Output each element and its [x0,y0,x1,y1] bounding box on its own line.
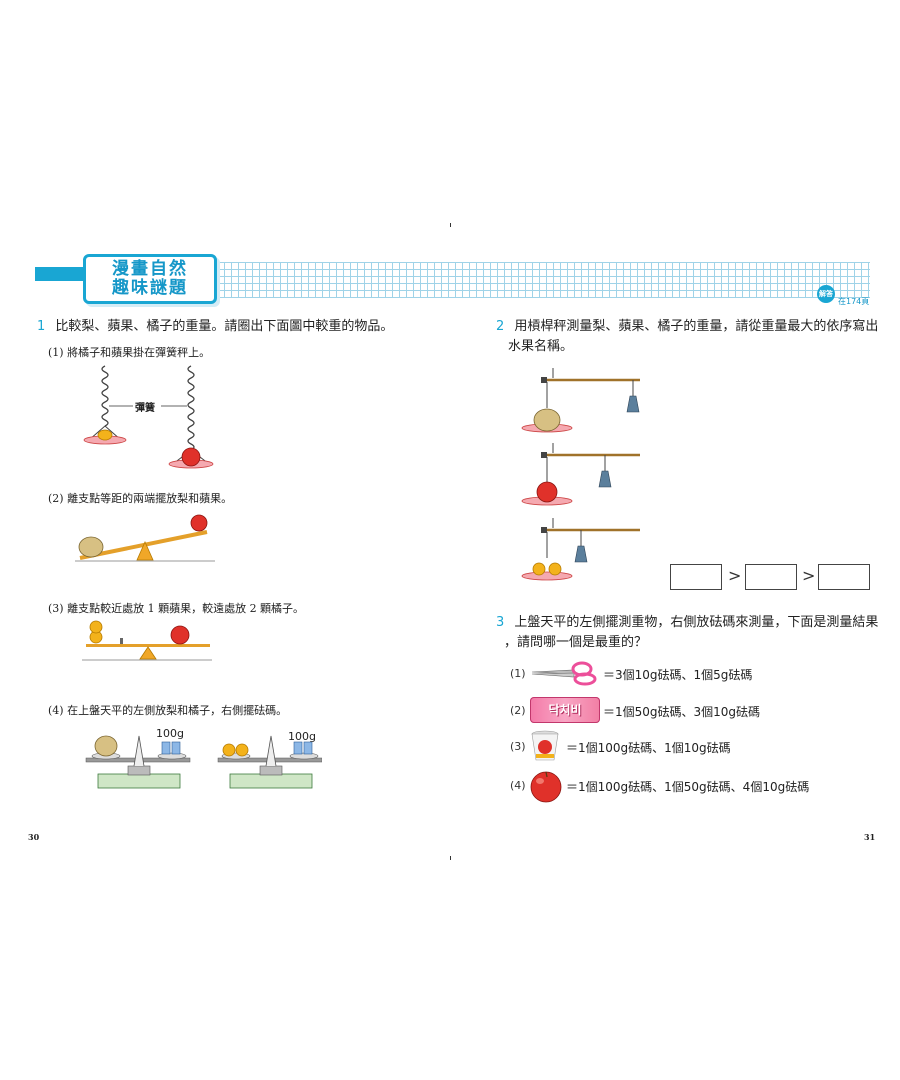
yogurt-cup-icon [531,730,559,761]
balance-scales-illustration [85,735,322,789]
q1-text: 比較梨、蘋果、橘子的重量。請圈出下面圖中較重的物品。 [55,319,394,334]
greater-than-2: > [802,566,816,585]
q1-sub4: (4) 在上盤天平的左側放梨和橘子，右側擺砝碼。 [48,704,288,717]
q2-number: 2 [496,319,505,334]
q3-item4-result: ＝1個100g砝碼、1個50g砝碼、4個10g砝碼 [566,780,810,794]
section-title-line2: 趣味謎題 [112,278,188,298]
spring-scales-illustration [83,365,214,469]
q1-number: 1 [37,319,46,334]
spring-label: 彈簧 [135,403,155,414]
header-accent-bar [35,267,95,281]
answer-box-2[interactable] [745,564,797,590]
q2-text-line1: 用槓桿秤測量梨、蘋果、橘子的重量，請從重量最大的依序寫出 [514,319,879,334]
q3-text-line1: 上盤天平的左側擺測重物，右側放砝碼來測量，下面是測量結果 [514,615,879,630]
page-number-right: 31 [864,832,876,842]
answer-badge: 解答 [817,285,835,303]
snack-package: 닥치비 [530,697,600,723]
q3-text-line2: ，請問哪一個是最重的？ [504,635,648,650]
answer-box-1[interactable] [670,564,722,590]
steelyard-pear [521,368,640,433]
page-number-left: 30 [28,832,40,842]
steelyard-illustration [521,368,640,581]
q3-item1-num: (1) [510,667,526,680]
steelyard-oranges [521,518,640,581]
section-title-line1: 漫畫自然 [112,259,188,279]
header-grid-band [210,262,870,298]
section-title-box: 漫畫自然 趣味謎題 [83,254,217,304]
q1-sub1: (1) 將橘子和蘋果掛在彈簧秤上。 [48,346,211,359]
seesaw-pear-apple [75,514,215,562]
apple-icon [530,771,562,803]
q3-item1-result: ＝3個10g砝碼、1個5g砝碼 [603,668,753,682]
crop-mark-top [450,223,451,227]
spring-scale-left [83,365,127,445]
answer-box-3[interactable] [818,564,870,590]
weight-label-left: 100g [156,727,184,740]
q1-sub3: (3) 離支點較近處放 1 顆蘋果，較遠處放 2 顆橘子。 [48,602,305,615]
q2-heading: 2 用槓桿秤測量梨、蘋果、橘子的重量，請從重量最大的依序寫出 [496,316,878,338]
crop-mark-bottom [450,856,451,860]
balance-scale-right [217,735,322,789]
seesaw-oranges-apple [82,620,212,661]
q3-item2-num: (2) [510,704,526,717]
q1-sub2: (2) 離支點等距的兩端擺放梨和蘋果。 [48,492,233,505]
greater-than-1: > [728,566,742,585]
q1-heading: 1 比較梨、蘋果、橘子的重量。請圈出下面圖中較重的物品。 [37,316,393,338]
q3-number: 3 [496,615,505,630]
q3-item3-result: ＝1個100g砝碼、1個10g砝碼 [566,741,731,755]
q3-item3-num: (3) [510,740,526,753]
balance-scale-left [85,735,191,789]
q3-item2-result: ＝1個50g砝碼、3個10g砝碼 [603,705,761,719]
weight-label-right: 100g [288,730,316,743]
snack-label: 닥치비 [548,703,582,717]
answer-page-ref: 在174頁 [838,297,870,306]
q3-item4-num: (4) [510,779,526,792]
steelyard-apple [521,443,640,506]
scissors-icon [531,661,597,686]
q2-text-line2: 水果名稱。 [508,339,574,354]
spring-scale-right [168,365,214,469]
q3-heading: 3 上盤天平的左側擺測重物，右側放砝碼來測量，下面是測量結果 [496,612,878,634]
